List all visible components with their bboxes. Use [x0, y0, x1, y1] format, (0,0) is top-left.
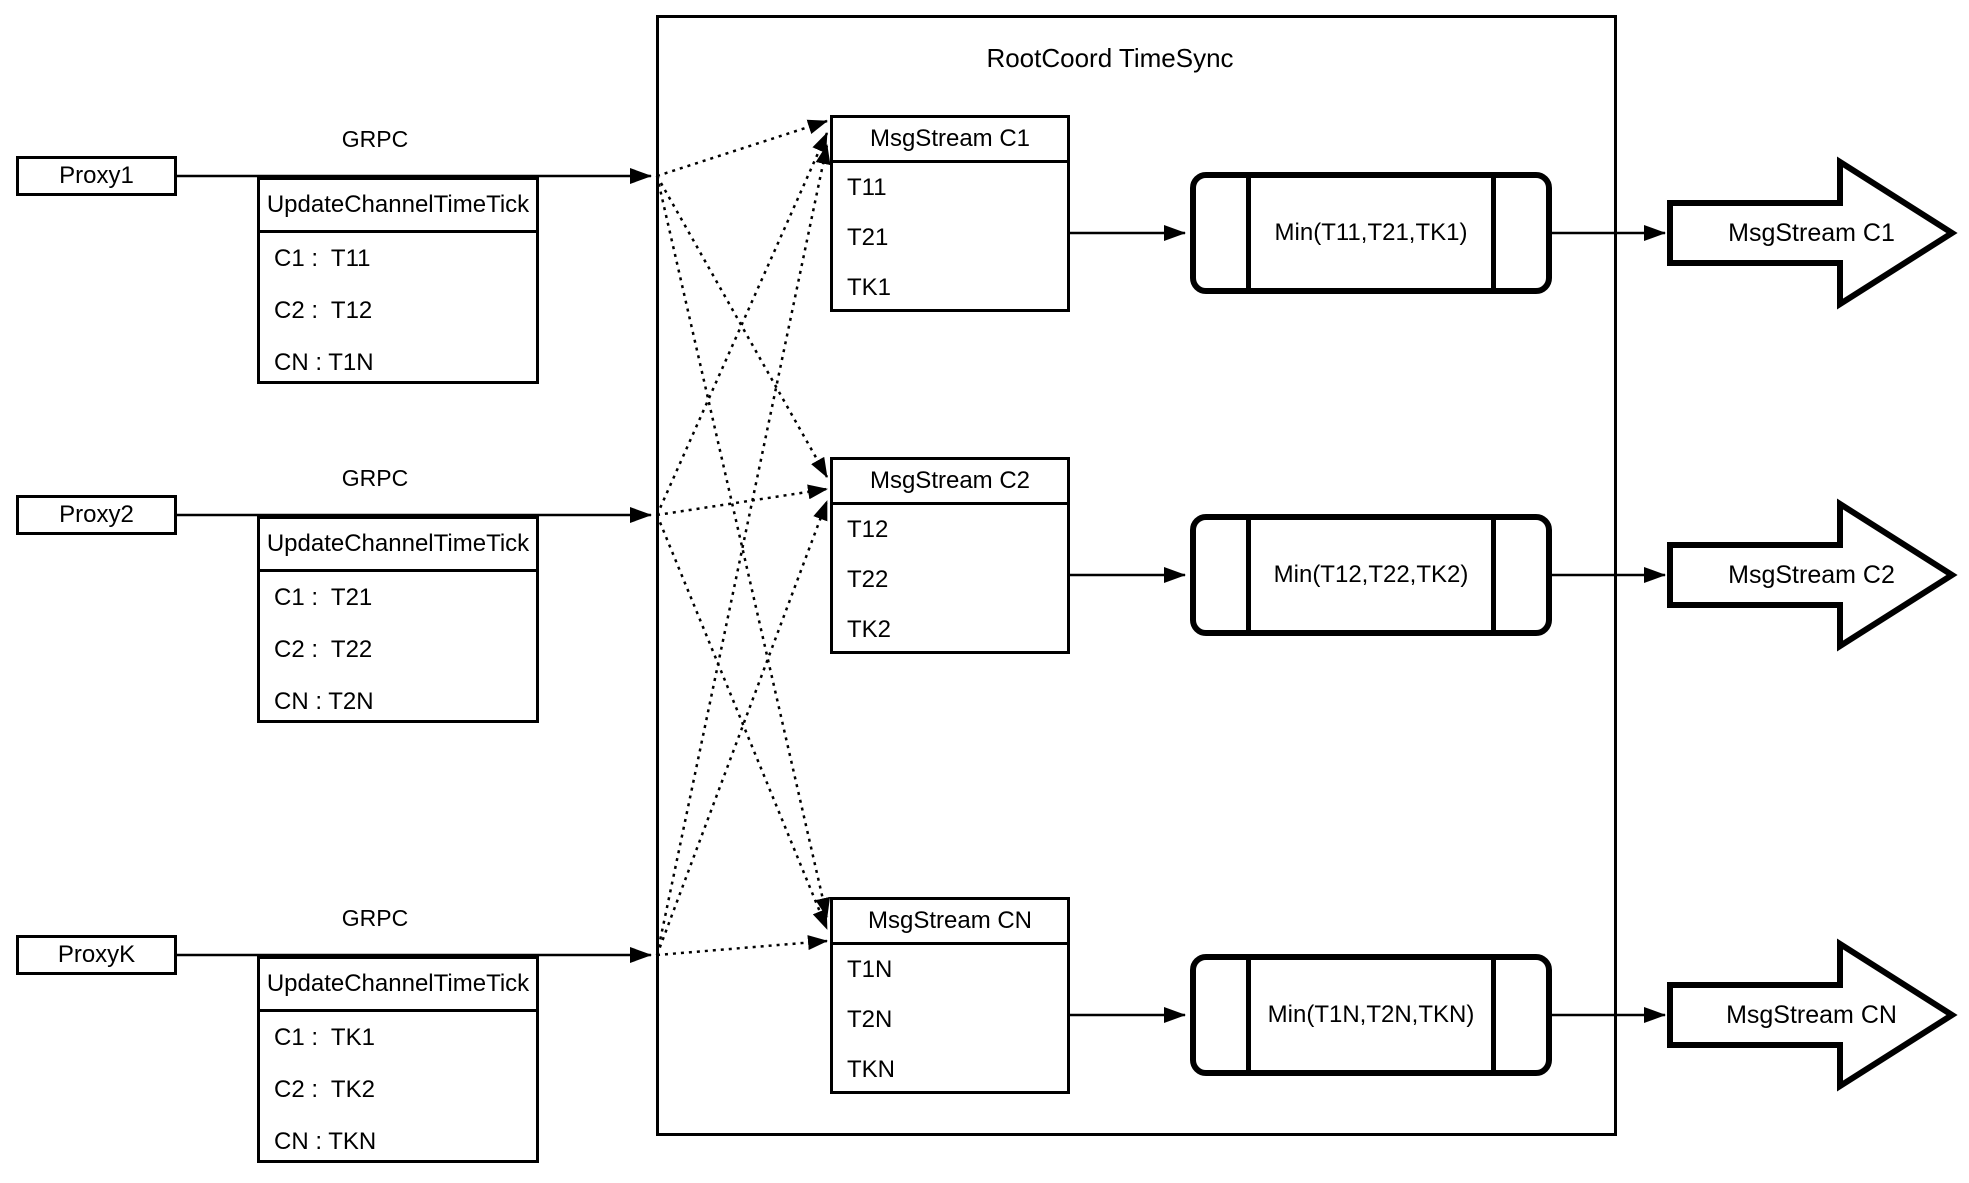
- proxy1-timetick-table: UpdateChannelTimeTick C1 : T11 C2 : T12 …: [257, 177, 539, 384]
- process-divider: [1491, 520, 1496, 630]
- timetick-header: UpdateChannelTimeTick: [260, 180, 536, 233]
- timestamp-row: T2N: [847, 1006, 893, 1033]
- msgstream-table-header: MsgStream C1: [833, 118, 1067, 163]
- process-divider: [1491, 178, 1496, 288]
- timestamp-row: TK1: [847, 274, 892, 301]
- rootcoord-title: RootCoord TimeSync: [986, 43, 1234, 73]
- proxyk-box: ProxyK: [16, 935, 177, 975]
- output-stream-label-1: MsgStream C1: [1728, 218, 1895, 247]
- proxy2-label: Proxy2: [59, 501, 134, 528]
- min-process-box-2: Min(T12,T22,TK2): [1190, 514, 1552, 636]
- dotted-proxy2-stream2: [656, 484, 828, 517]
- grpc-label-3: GRPC: [341, 905, 409, 931]
- dotted-proxyk-stream1: [655, 144, 831, 956]
- msgstream-table-header: MsgStream CN: [833, 900, 1067, 945]
- grpc-label-1: GRPC: [341, 126, 409, 152]
- timetick-header: UpdateChannelTimeTick: [260, 959, 536, 1012]
- proxy1-box: Proxy1: [16, 156, 177, 196]
- output-block-arrow-3: [1667, 938, 1958, 1092]
- process-divider: [1246, 960, 1251, 1070]
- dotted-proxy1-stream2: [655, 175, 829, 478]
- dotted-proxy2-stream3: [655, 514, 829, 930]
- min-process-box-3: Min(T1N,T2N,TKN): [1190, 954, 1552, 1076]
- timestamp-row: T22: [847, 566, 889, 593]
- dotted-proxy1-stream3: [655, 175, 831, 918]
- timestamp-row: T11: [847, 174, 887, 201]
- timetick-row: C2 : T12: [274, 297, 373, 324]
- dotted-proxyk-stream3: [656, 935, 828, 957]
- proxy2-box: Proxy2: [16, 495, 177, 535]
- timetick-header: UpdateChannelTimeTick: [260, 519, 536, 572]
- msgstream-cn-table: MsgStream CN T1N T2N TKN: [830, 897, 1070, 1094]
- proxy2-timetick-table: UpdateChannelTimeTick C1 : T21 C2 : T22 …: [257, 516, 539, 723]
- msgstream-c1-table: MsgStream C1 T11 T21 TK1: [830, 115, 1070, 312]
- msgstream-c2-table: MsgStream C2 T12 T22 TK2: [830, 457, 1070, 654]
- timestamp-row: T12: [847, 516, 889, 543]
- output-stream-label-2: MsgStream C2: [1728, 560, 1895, 589]
- output-stream-label-3: MsgStream CN: [1726, 1000, 1897, 1029]
- min-label-1: Min(T11,T21,TK1): [1274, 219, 1468, 246]
- dotted-proxy2-stream1: [655, 132, 829, 516]
- timetick-row: CN : T1N: [274, 349, 374, 376]
- dotted-proxyk-stream2: [655, 500, 829, 956]
- timestamp-row: T21: [847, 224, 889, 251]
- timetick-row: C1 : TK1: [274, 1024, 375, 1051]
- output-block-arrow-2: [1667, 498, 1958, 652]
- proxyk-label: ProxyK: [57, 941, 136, 968]
- output-block-arrow-1: [1667, 156, 1958, 310]
- timestamp-row: TK2: [847, 616, 892, 643]
- timetick-row: CN : TKN: [274, 1128, 377, 1155]
- min-label-3: Min(T1N,T2N,TKN): [1267, 1001, 1475, 1028]
- process-divider: [1491, 960, 1496, 1070]
- proxyk-timetick-table: UpdateChannelTimeTick C1 : TK1 C2 : TK2 …: [257, 956, 539, 1163]
- min-process-box-1: Min(T11,T21,TK1): [1190, 172, 1552, 294]
- timetick-row: C1 : T11: [274, 245, 371, 272]
- process-divider: [1246, 178, 1251, 288]
- timestamp-row: T1N: [847, 956, 893, 983]
- timetick-row: C2 : TK2: [274, 1076, 375, 1103]
- timetick-row: C2 : T22: [274, 636, 373, 663]
- timestamp-row: TKN: [847, 1056, 895, 1083]
- proxy1-label: Proxy1: [59, 162, 134, 189]
- min-label-2: Min(T12,T22,TK2): [1273, 561, 1469, 588]
- timetick-row: CN : T2N: [274, 688, 374, 715]
- process-divider: [1246, 520, 1251, 630]
- dotted-proxy1-stream1: [656, 119, 828, 178]
- timetick-row: C1 : T21: [274, 584, 373, 611]
- msgstream-table-header: MsgStream C2: [833, 460, 1067, 505]
- grpc-label-2: GRPC: [341, 465, 409, 491]
- dotted-broadcast-connectors: [655, 119, 831, 957]
